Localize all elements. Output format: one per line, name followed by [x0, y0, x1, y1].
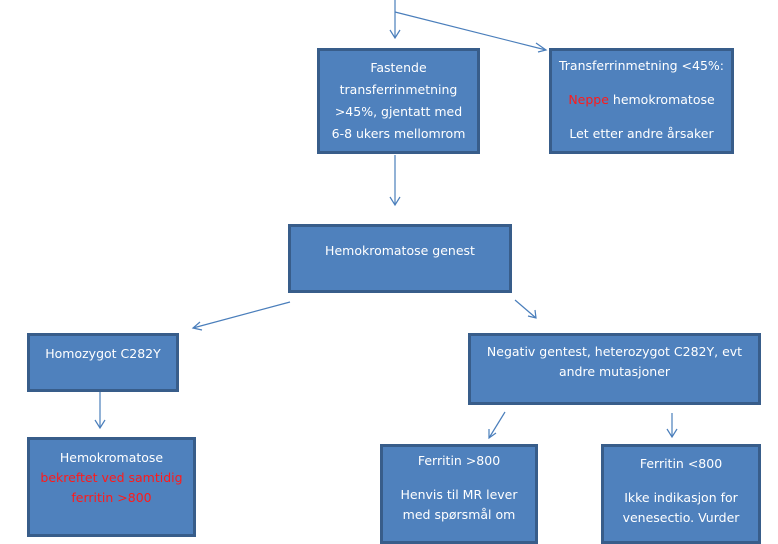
node-text-line: Fastende	[370, 60, 427, 75]
node-text-line: venesectio. Vurder	[622, 510, 740, 525]
node-title: Hemokromatose	[59, 450, 164, 465]
node-text-line: 6-8 ukers mellomrom	[331, 126, 466, 141]
arrow-to-negative	[514, 299, 537, 319]
arrow-to-ferritin-high	[488, 411, 506, 440]
arrow-to-gene-test	[389, 155, 401, 207]
highlight-text: Neppe	[568, 92, 609, 107]
arrow-to-fasting	[389, 0, 401, 40]
node-text-line: andre mutasjoner	[558, 364, 671, 379]
node-footer: Let etter andre årsaker	[569, 126, 714, 141]
arrow-to-homozygous	[191, 301, 291, 331]
node-title: Transferrinmetning <45%:	[558, 58, 725, 73]
node-negative-test: Negativ gentest, heterozygot C282Y, evt …	[468, 333, 761, 405]
highlight-text: bekreftet ved samtidig	[40, 470, 183, 485]
node-text-line: Neppe hemokromatose	[552, 90, 731, 110]
connector-arrows	[94, 0, 678, 440]
node-low-saturation: Transferrinmetning <45%: Neppe hemokroma…	[549, 48, 734, 154]
node-text-line: >45%, gjentatt med	[334, 104, 463, 119]
node-text-line: Negativ gentest, heterozygot C282Y, evt	[486, 344, 743, 359]
node-ferritin-high: Ferritin >800 Henvis til MR lever med sp…	[380, 444, 538, 544]
node-label: Hemokromatose genest	[325, 243, 475, 258]
arrow-to-confirmed	[94, 390, 106, 430]
node-text-line: med spørsmål om	[402, 507, 516, 522]
node-label: Homozygot C282Y	[45, 346, 161, 361]
highlight-text: ferritin >800	[71, 490, 152, 505]
node-ferritin-low: Ferritin <800 Ikke indikasjon for venese…	[601, 444, 761, 544]
arrow-to-low-saturation	[394, 11, 548, 53]
node-confirmed: Hemokromatose bekreftet ved samtidig fer…	[27, 437, 196, 537]
node-text-line: transferrinmetning	[339, 82, 458, 97]
node-gene-test: Hemokromatose genest	[288, 224, 512, 293]
node-text-line: Ikke indikasjon for	[624, 490, 738, 505]
node-text-line: Henvis til MR lever	[400, 487, 518, 502]
node-text: hemokromatose	[608, 92, 715, 107]
node-fasting-saturation: Fastende transferrinmetning >45%, gjenta…	[317, 48, 480, 154]
node-title: Ferritin >800	[417, 453, 501, 468]
arrow-to-ferritin-low	[666, 413, 678, 439]
node-title: Ferritin <800	[639, 456, 723, 471]
node-homozygous: Homozygot C282Y	[27, 333, 179, 392]
